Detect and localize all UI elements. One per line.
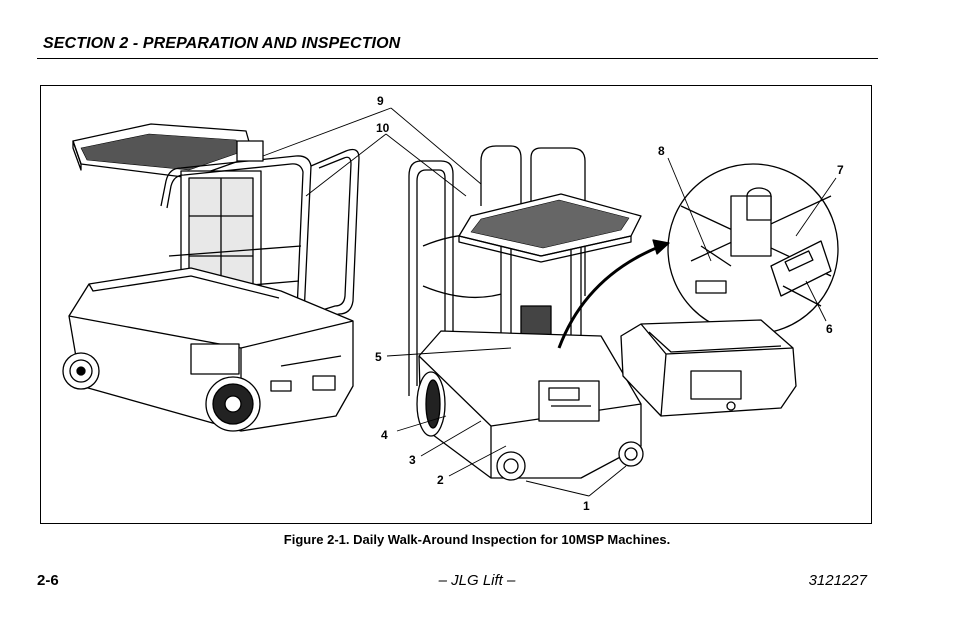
leader-lines [262,107,837,497]
section-title: SECTION 2 - PREPARATION AND INSPECTION [43,35,401,52]
document-number: 3121227 [808,572,867,589]
figure-caption: Figure 2-1. Daily Walk-Around Inspection… [283,532,671,547]
page-number: 2-6 [37,572,59,589]
callout-9: 9 [377,94,384,108]
callout-6: 6 [826,322,833,336]
left-machine-drawing [62,123,360,432]
footer-center-text: – JLG Lift – [438,572,516,589]
header-rule [37,58,878,59]
callout-2: 2 [437,473,444,487]
callout-8: 8 [658,144,665,158]
callout-4: 4 [381,428,388,442]
callout-1: 1 [583,499,590,513]
callout-10: 10 [376,121,390,135]
figure-frame: 1 2 3 4 5 6 7 8 9 10 [40,85,872,524]
detail-inset-drawing [557,163,839,349]
callout-3: 3 [409,453,416,467]
callout-7: 7 [837,163,844,177]
center-machine-drawing [408,145,644,481]
lift-illustration: 1 2 3 4 5 6 7 8 9 10 [62,94,844,513]
battery-cover-drawing [620,319,797,417]
callout-5: 5 [375,350,382,364]
